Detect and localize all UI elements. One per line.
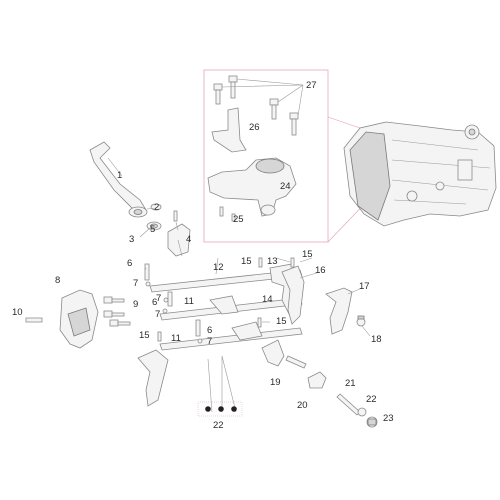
ball-dot bbox=[231, 406, 237, 412]
callout-7a: 7 bbox=[133, 278, 138, 289]
ball-part bbox=[197, 338, 203, 344]
callout-7c: 7 bbox=[207, 336, 212, 347]
fork-lower-part bbox=[261, 339, 285, 367]
callout-23: 23 bbox=[383, 413, 394, 424]
washer-part bbox=[357, 407, 367, 417]
callout-2: 2 bbox=[154, 202, 159, 213]
ball-part bbox=[145, 281, 151, 287]
pin-part bbox=[157, 331, 162, 342]
bushing-hole bbox=[133, 209, 143, 215]
callout-15d: 15 bbox=[276, 316, 287, 327]
fork-17-part bbox=[325, 287, 353, 335]
callout-11a: 11 bbox=[184, 296, 194, 307]
fork-16-part bbox=[281, 265, 305, 325]
seal-hole bbox=[150, 223, 158, 229]
rail-fork-part bbox=[231, 321, 263, 341]
bracket-part bbox=[211, 107, 247, 153]
rail-fork-part bbox=[209, 295, 239, 315]
pin-part bbox=[231, 213, 236, 222]
spring-part bbox=[144, 263, 150, 281]
dots-frame bbox=[197, 401, 243, 417]
callout-13: 13 bbox=[267, 256, 278, 267]
callout-3: 3 bbox=[129, 234, 134, 245]
fork-lower-part bbox=[137, 349, 169, 407]
pin-20-part bbox=[307, 371, 327, 389]
callout-1: 1 bbox=[117, 170, 122, 181]
spring-part bbox=[167, 291, 173, 307]
inset-frame bbox=[203, 69, 329, 243]
bolt-group-27 bbox=[213, 75, 299, 136]
callout-21: 21 bbox=[345, 378, 356, 389]
callout-6c: 6 bbox=[207, 325, 212, 336]
ball-part bbox=[162, 308, 168, 314]
shaft-21-part bbox=[336, 393, 361, 416]
selector-block-part bbox=[167, 223, 191, 257]
callout-6a: 6 bbox=[127, 258, 132, 269]
pin-part bbox=[257, 317, 262, 328]
housing-flange bbox=[260, 204, 276, 216]
pin-part bbox=[290, 257, 295, 268]
callout-22a: 22 bbox=[213, 420, 224, 431]
callout-14: 14 bbox=[262, 294, 273, 305]
callout-9: 9 bbox=[133, 299, 138, 310]
gearbox-assembly bbox=[343, 121, 497, 227]
ball-dot bbox=[218, 406, 224, 412]
callout-18: 18 bbox=[371, 334, 382, 345]
callout-16: 16 bbox=[315, 265, 326, 276]
callout-20: 20 bbox=[297, 400, 308, 411]
nut-head bbox=[367, 418, 377, 426]
detent-spring-part bbox=[285, 355, 307, 369]
pin-part bbox=[258, 257, 263, 268]
callout-7b: 7 bbox=[155, 309, 160, 320]
bolt-group-9 bbox=[103, 296, 131, 327]
ball-dot bbox=[205, 406, 211, 412]
callout-15c: 15 bbox=[139, 330, 150, 341]
callout-6b: 6 bbox=[152, 297, 157, 308]
spring-part bbox=[195, 319, 201, 337]
shift-lever-part bbox=[89, 141, 147, 215]
housing-boss bbox=[255, 158, 285, 174]
callout-22b: 22 bbox=[366, 394, 377, 405]
bracket-left-inner bbox=[67, 307, 91, 337]
pin-part bbox=[219, 206, 224, 217]
callout-8: 8 bbox=[55, 275, 60, 286]
callout-24: 24 bbox=[280, 181, 291, 192]
lead-27 bbox=[221, 78, 304, 117]
callout-15a: 15 bbox=[241, 256, 252, 267]
callout-12: 12 bbox=[213, 262, 224, 273]
ball-part bbox=[163, 297, 169, 303]
callout-11b: 11 bbox=[171, 333, 181, 344]
pin-part bbox=[173, 210, 178, 222]
plug-head bbox=[357, 315, 365, 320]
callout-10: 10 bbox=[12, 307, 23, 318]
callout-17: 17 bbox=[359, 281, 370, 292]
leader-lines bbox=[107, 157, 371, 413]
callout-27: 27 bbox=[306, 80, 317, 91]
callout-4: 4 bbox=[186, 234, 191, 245]
callout-labels: 1 2 3 4 5 6 6 6 7 7 7 7 8 9 10 11 11 12 … bbox=[12, 80, 394, 431]
callout-15b: 15 bbox=[302, 249, 313, 260]
callout-7d: 7 bbox=[156, 293, 161, 304]
callout-25: 25 bbox=[233, 214, 244, 225]
callout-19: 19 bbox=[270, 377, 281, 388]
spring-10-part bbox=[25, 317, 43, 323]
callout-26: 26 bbox=[249, 122, 260, 133]
inset-connector-top bbox=[327, 116, 361, 129]
callout-5: 5 bbox=[150, 224, 155, 235]
